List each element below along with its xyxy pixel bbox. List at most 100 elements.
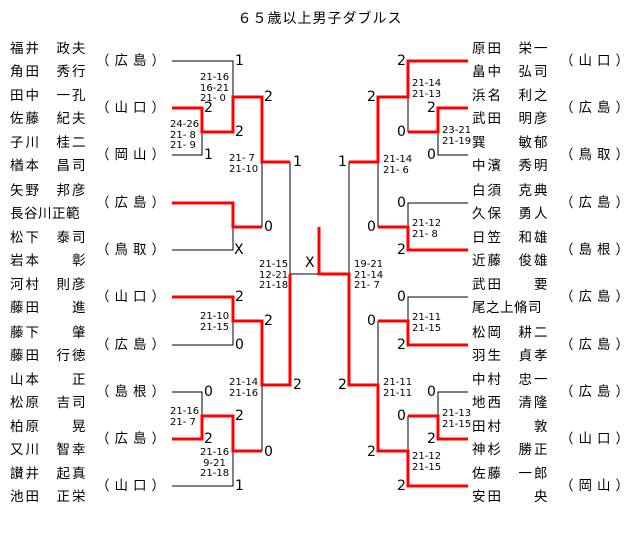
team-entry: 田中 一孔佐藤 紀夫（山口） [0,85,165,131]
team-entry: 子川 桂二楢本 昌司（岡山） [0,132,165,178]
team-entry: 原田 栄一畠中 弘司（山口） [0,38,629,84]
game-scores: 21-15 12-21 21-18 [259,259,289,291]
player-name: 神杉 勝正 [472,442,550,458]
match-result: X [234,242,244,258]
game-scores: 21-14 21- 6 [383,154,413,176]
prefecture: （岡山） [560,478,634,494]
team-entry: 松下 泰司岩本 彰（鳥取） [0,227,165,273]
game-scores: 21-12 21- 8 [412,218,442,240]
player-name: 山本 正 [10,372,88,388]
prefecture: （山口） [560,53,634,69]
player-name: 地西 清隆 [472,395,550,411]
prefecture: （広島） [560,100,634,116]
match-result: 2 [397,242,406,258]
match-result: 2 [367,444,376,460]
match-result: 2 [293,377,302,393]
player-name: 近藤 俊雄 [472,253,550,269]
player-name: 尾之上脩司 [472,300,542,316]
player-name: 武田 明彦 [472,111,550,127]
player-name: 中濱 秀明 [472,158,550,174]
winner-path [408,414,468,441]
player-name: 岩本 彰 [10,253,88,269]
player-name: 日笠 和雄 [472,230,550,246]
player-name: 藤下 肇 [10,325,88,341]
player-name: 子川 桂二 [10,135,88,151]
bracket-line [407,296,468,321]
player-name: 讃井 起真 [10,466,88,482]
player-name: 長谷川正範 [10,206,80,222]
match-result: 2 [235,124,244,140]
winner-path [317,227,468,488]
prefecture: （島根） [560,242,634,258]
prefecture: （広島） [560,337,634,353]
match-result: 0 [397,124,406,140]
player-name: 松下 泰司 [10,230,88,246]
player-name: 武田 要 [472,277,550,293]
winner-path [172,95,290,164]
prefecture: （鳥取） [560,147,634,163]
game-scores: 21-14 21-16 [229,377,259,399]
player-name: 佐藤 一郎 [472,466,550,482]
match-result: 1 [235,53,244,69]
team-entry: 巽 敏郁中濱 秀明（鳥取） [0,132,629,178]
player-name: 佐藤 紀夫 [10,111,88,127]
team-entry: 佐藤 一郎安田 央（岡山） [0,463,629,509]
team-entry: 矢野 邦彦長谷川正範（広島） [0,180,165,226]
player-name: 巽 敏郁 [472,135,550,151]
team-entry: 白須 克典久保 勇人（広島） [0,180,629,226]
match-result: 0 [367,219,376,235]
team-entry: 福井 政夫角田 秀行（広島） [0,38,165,84]
winner-path [172,274,292,387]
match-result: 2 [397,478,406,494]
player-name: 白須 克典 [472,183,550,199]
player-name: 角田 秀行 [10,64,88,80]
player-name: 田中 一孔 [10,88,88,104]
player-name: 楢本 昌司 [10,158,88,174]
bracket-line [172,60,234,97]
player-name: 安田 央 [472,489,550,505]
bracket-line [172,451,234,487]
match-result: 2 [338,377,347,393]
prefecture: （広島） [96,431,170,447]
prefecture: （広島） [560,195,634,211]
winner-path [378,319,468,347]
match-result: 1 [235,478,244,494]
team-entry: 藤下 肇藤田 行徳（広島） [0,322,165,368]
match-result: 2 [397,53,406,69]
bracket-line [172,132,203,156]
player-name: 藤田 進 [10,300,88,316]
match-result: 0 [427,147,436,163]
prefecture: （山口） [96,289,170,305]
match-result: 1 [204,147,213,163]
player-name: 松岡 耕二 [472,325,550,341]
player-name: 羽生 貞孝 [472,348,550,364]
player-name: 池田 正栄 [10,489,88,505]
prefecture: （鳥取） [96,242,170,258]
prefecture: （広島） [560,289,634,305]
prefecture: （山口） [560,431,634,447]
bracket-line [437,132,468,156]
game-scores: 21-16 21- 7 [170,406,200,428]
winner-path [378,225,468,252]
bracket-line [172,227,234,251]
bracket-line [437,391,468,416]
final-result: X [305,255,315,271]
game-scores: 21-16 9-21 21-18 [200,447,230,479]
match-result: 2 [427,431,436,447]
game-scores: 21-16 16-21 21- 0 [200,72,230,104]
match-result: 0 [235,337,244,353]
player-name: 又川 智幸 [10,442,88,458]
game-scores: 21-11 21-15 [412,312,442,334]
player-name: 柏原 晃 [10,419,88,435]
prefecture: （島根） [96,384,170,400]
match-result: 2 [235,289,244,305]
prefecture: （広島） [96,195,170,211]
match-result: 2 [397,337,406,353]
game-scores: 21-13 21-15 [442,408,472,430]
winner-path [172,414,262,453]
game-scores: 21-11 21-11 [383,377,413,399]
prefecture: （岡山） [96,147,170,163]
player-name: 福井 政夫 [10,41,88,57]
match-result: 0 [204,384,213,400]
match-result: 0 [264,444,273,460]
